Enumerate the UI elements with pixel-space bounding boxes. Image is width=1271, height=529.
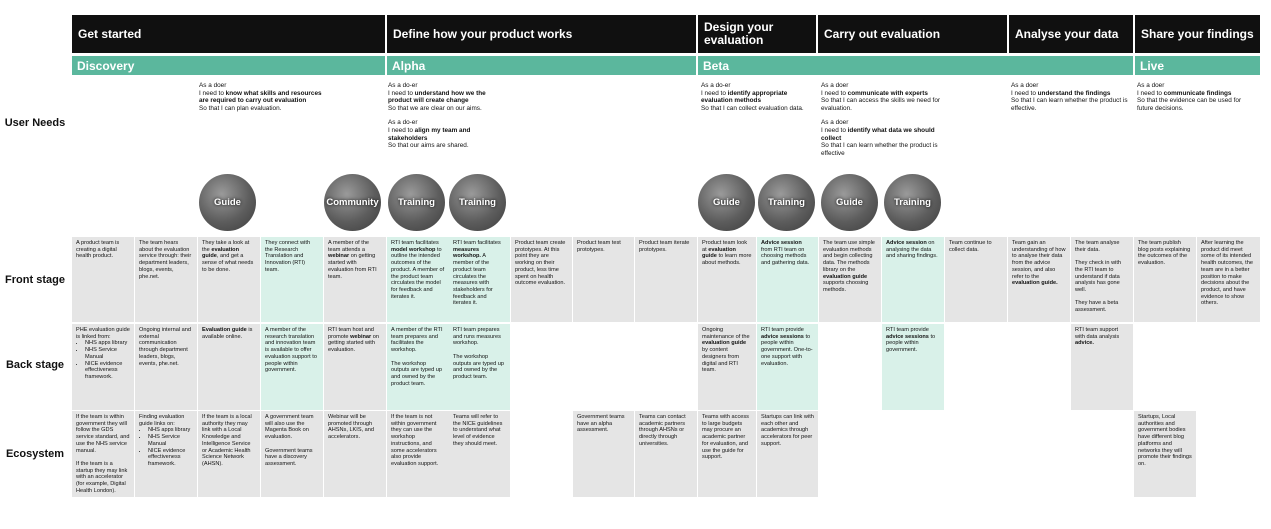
ecosystem-card: If the team is not within government the… xyxy=(387,411,449,497)
stage-design: Design your evaluation xyxy=(698,15,816,53)
back-stage-card: A member of the RTI team prepares and fa… xyxy=(387,324,449,410)
back-stage-card: Evaluation guide is available online. xyxy=(198,324,260,410)
front-stage-card: Advice session on analysing the data and… xyxy=(882,237,944,322)
ecosystem-card: Teams will refer to the NICE guidelines … xyxy=(449,411,510,497)
front-stage-card: A product team is creating a digital hea… xyxy=(72,237,134,322)
ecosystem-card: Teams with access to large budgets may p… xyxy=(698,411,756,497)
ecosystem-card: Startups can link with each other and ac… xyxy=(757,411,818,497)
phase-beta: Beta xyxy=(698,56,1133,75)
phase-alpha: Alpha xyxy=(387,56,696,75)
back-stage-card: PHE evaluation guide is linked from:NHS … xyxy=(72,324,134,410)
ecosystem-card: Finding evaluation guide links on:NHS ap… xyxy=(135,411,197,497)
back-stage-card: RTI team support with data analysis advi… xyxy=(1071,324,1133,410)
front-stage-card: Advice session from RTI team on choosing… xyxy=(757,237,818,322)
front-stage-card: RTI team facilitates model workshop to o… xyxy=(387,237,449,322)
touchpoint-guide[interactable]: Guide xyxy=(199,174,256,231)
stage-define: Define how your product works xyxy=(387,15,696,53)
front-stage-card: Product team test prototypes. xyxy=(573,237,634,322)
touchpoint-guide[interactable]: Guide xyxy=(821,174,878,231)
back-stage-card: Ongoing maintenance of the evaluation gu… xyxy=(698,324,756,410)
touchpoint-community[interactable]: Community xyxy=(324,174,381,231)
stage-analyse: Analyse your data xyxy=(1009,15,1133,53)
row-label-back-stage: Back stage xyxy=(5,358,65,371)
front-stage-card: Product team iterate prototypes. xyxy=(635,237,697,322)
touchpoint-training[interactable]: Training xyxy=(758,174,815,231)
touchpoint-training[interactable]: Training xyxy=(449,174,506,231)
row-label-ecosystem: Ecosystem xyxy=(5,447,65,460)
touchpoint-training[interactable]: Training xyxy=(388,174,445,231)
phase-discovery: Discovery xyxy=(72,56,385,75)
front-stage-card: The team hears about the evaluation serv… xyxy=(135,237,197,322)
row-label-user-needs: User Needs xyxy=(4,116,66,129)
ecosystem-card: Webinar will be promoted through AHSNs, … xyxy=(324,411,386,497)
back-stage-card: RTI team provide advice sessions to peop… xyxy=(882,324,944,410)
back-stage-card: Ongoing internal and external communicat… xyxy=(135,324,197,410)
ecosystem-card: Teams can contact academic partners thro… xyxy=(635,411,697,497)
row-label-front-stage: Front stage xyxy=(5,273,65,286)
ecosystem-card: Startups, Local authorities and governme… xyxy=(1134,411,1196,497)
stage-carry-out: Carry out evaluation xyxy=(818,15,1007,53)
front-stage-card: Team continue to collect data. xyxy=(945,237,1007,322)
stage-share: Share your findings xyxy=(1135,15,1260,53)
ecosystem-card: A government team will also use the Mage… xyxy=(261,411,323,497)
front-stage-card: They connect with the Research Translati… xyxy=(261,237,323,322)
back-stage-card: RTI team host and promote webinar on get… xyxy=(324,324,386,410)
front-stage-card: The team analyse their data.They check i… xyxy=(1071,237,1133,322)
touchpoint-training[interactable]: Training xyxy=(884,174,941,231)
front-stage-card: After learning the product did meet some… xyxy=(1197,237,1260,322)
front-stage-card: Team gain an understanding of how to ana… xyxy=(1008,237,1070,322)
stage-get-started: Get started xyxy=(72,15,385,53)
touchpoint-guide[interactable]: Guide xyxy=(698,174,755,231)
front-stage-card: They take a look at the evaluation guide… xyxy=(198,237,260,322)
back-stage-card: RTI team prepares and runs measures work… xyxy=(449,324,510,410)
back-stage-card: RTI team provide advice sessions to peop… xyxy=(757,324,818,410)
ecosystem-card: Government teams have an alpha assessmen… xyxy=(573,411,634,497)
front-stage-card: Product team look at evaluation guide to… xyxy=(698,237,756,322)
front-stage-card: Product team create prototypes. At this … xyxy=(511,237,572,322)
front-stage-card: RTI team facilitates measures workshop. … xyxy=(449,237,510,322)
front-stage-card: A member of the team attends a webinar o… xyxy=(324,237,386,322)
ecosystem-card: If the team is within government they wi… xyxy=(72,411,134,497)
front-stage-card: The team publish blog posts explaining t… xyxy=(1134,237,1196,322)
ecosystem-card: If the team is a local authority they ma… xyxy=(198,411,260,497)
back-stage-card: A member of the research translation and… xyxy=(261,324,323,410)
phase-live: Live xyxy=(1135,56,1260,75)
front-stage-card: The team use simple evaluation methods a… xyxy=(819,237,881,322)
